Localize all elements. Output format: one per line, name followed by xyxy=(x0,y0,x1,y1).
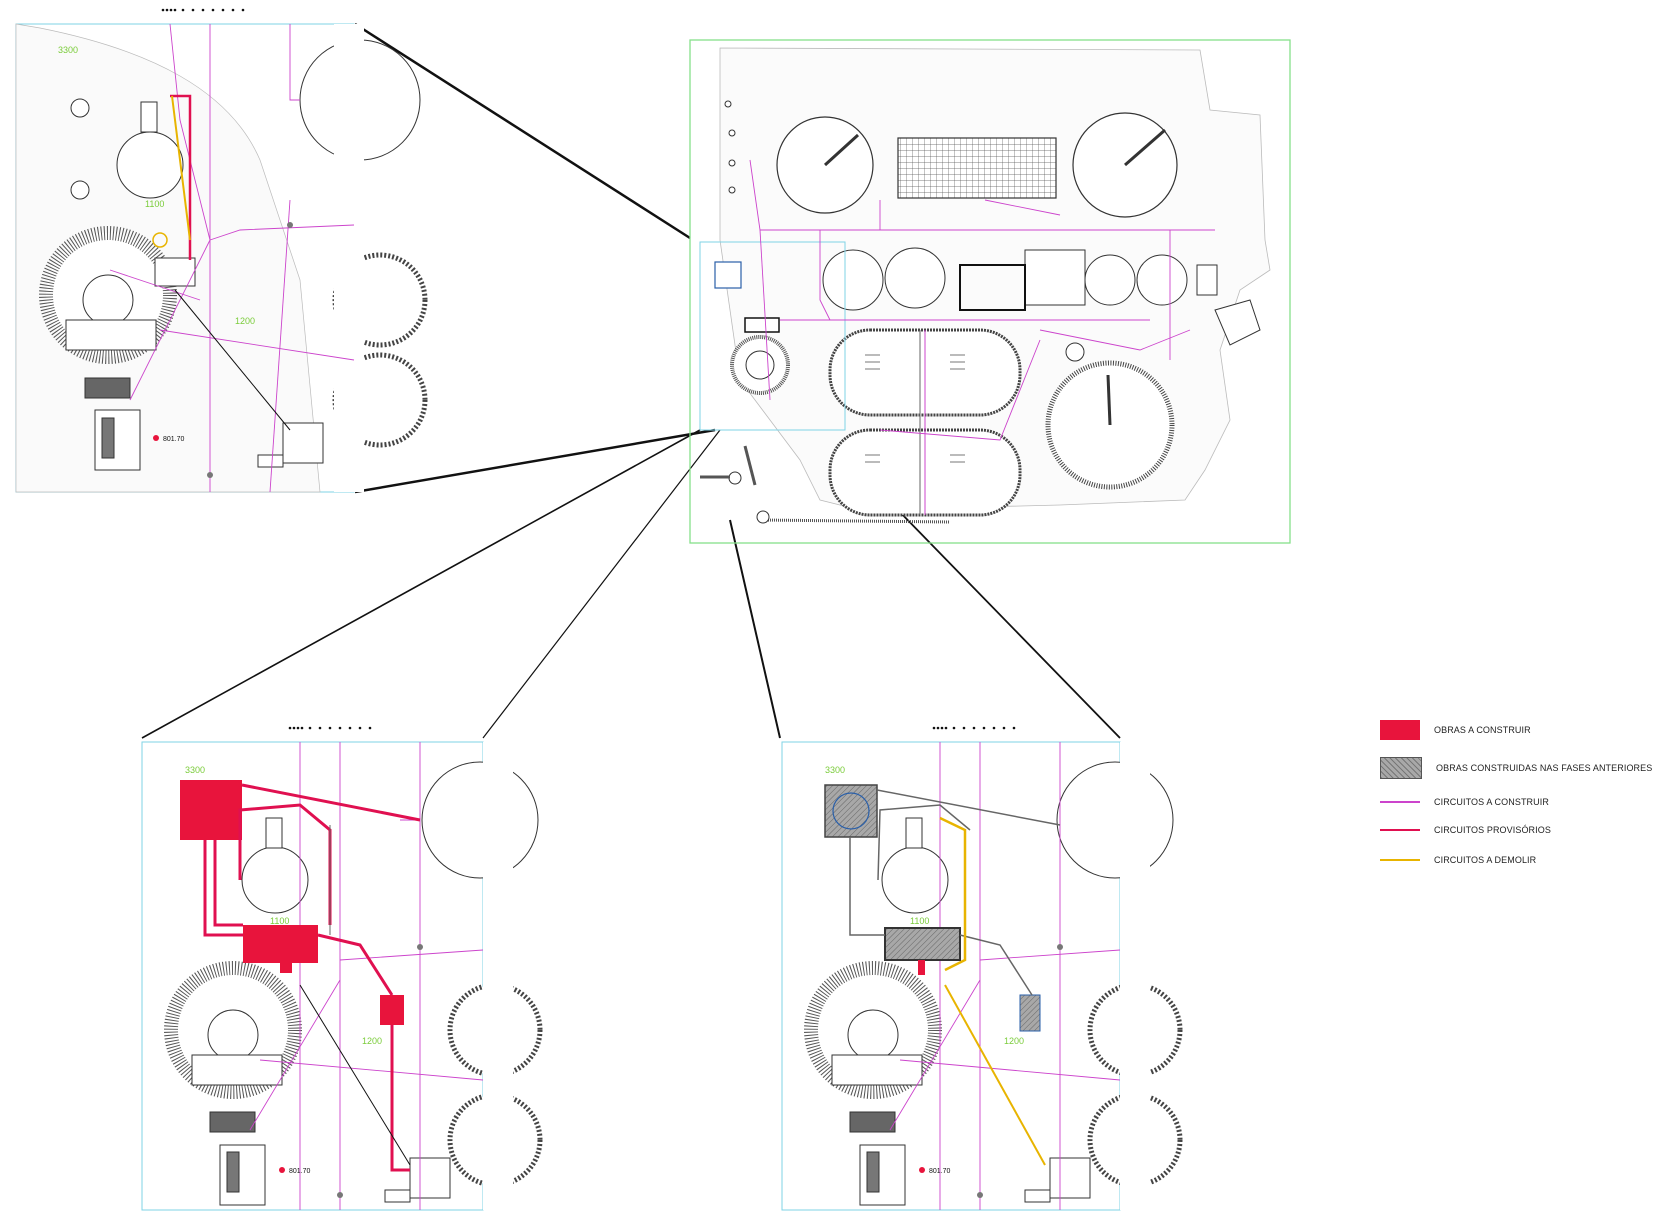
existing-structure-3300 xyxy=(824,784,878,838)
detail-bottom-left: 3300 1100 1200 801.70 xyxy=(141,726,543,1211)
legend-swatch-magenta xyxy=(1380,801,1420,803)
legend-item-construidas: OBRAS CONSTRUIDAS NAS FASES ANTERIORES xyxy=(1380,757,1652,779)
zone-label-3300: 3300 xyxy=(58,45,78,55)
elevation-label: 801.70 xyxy=(929,1168,951,1175)
detail-bottom-right: 3300 1100 1200 801.70 xyxy=(781,726,1183,1211)
legend-item-circuitos-construir: CIRCUITOS A CONSTRUIR xyxy=(1380,797,1549,807)
legend-swatch-hatch xyxy=(1380,757,1422,779)
legend-label: OBRAS A CONSTRUIR xyxy=(1434,725,1531,735)
zone-label-1200: 1200 xyxy=(362,1036,382,1046)
elevation-label: 801.70 xyxy=(289,1168,311,1175)
legend-label: OBRAS CONSTRUIDAS NAS FASES ANTERIORES xyxy=(1436,763,1653,773)
main-site-plan xyxy=(689,39,1291,544)
legend-label: CIRCUITOS A DEMOLIR xyxy=(1434,855,1537,865)
leader-lines xyxy=(141,22,1121,739)
zone-label-3300: 3300 xyxy=(185,765,205,775)
legend-swatch-red-line xyxy=(1380,829,1420,831)
legend-swatch-red xyxy=(1380,720,1420,740)
legend-item-circuitos-provisorios: CIRCUITOS PROVISÓRIOS xyxy=(1380,825,1551,835)
legend-label: CIRCUITOS A CONSTRUIR xyxy=(1434,797,1549,807)
detail-top-left: 3300 1100 1200 801.70 xyxy=(15,8,428,493)
zone-label-1200: 1200 xyxy=(1004,1036,1024,1046)
legend-item-construir: OBRAS A CONSTRUIR xyxy=(1380,720,1531,740)
zone-label-1100: 1100 xyxy=(910,916,929,926)
zone-label-1200: 1200 xyxy=(235,316,255,326)
new-structure-1200 xyxy=(380,995,404,1025)
legend-swatch-yellow xyxy=(1380,859,1420,861)
existing-structure-1100 xyxy=(884,927,961,961)
new-structure-1100 xyxy=(243,925,318,963)
zone-label-1100: 1100 xyxy=(270,916,289,926)
zone-label-1100: 1100 xyxy=(145,199,164,209)
elevation-label: 801.70 xyxy=(163,436,185,443)
new-structure-3300 xyxy=(180,780,242,840)
existing-structure-1200 xyxy=(1019,994,1041,1032)
legend-label: CIRCUITOS PROVISÓRIOS xyxy=(1434,825,1551,835)
zone-label-3300: 3300 xyxy=(825,765,845,775)
legend-item-circuitos-demolir: CIRCUITOS A DEMOLIR xyxy=(1380,855,1536,865)
